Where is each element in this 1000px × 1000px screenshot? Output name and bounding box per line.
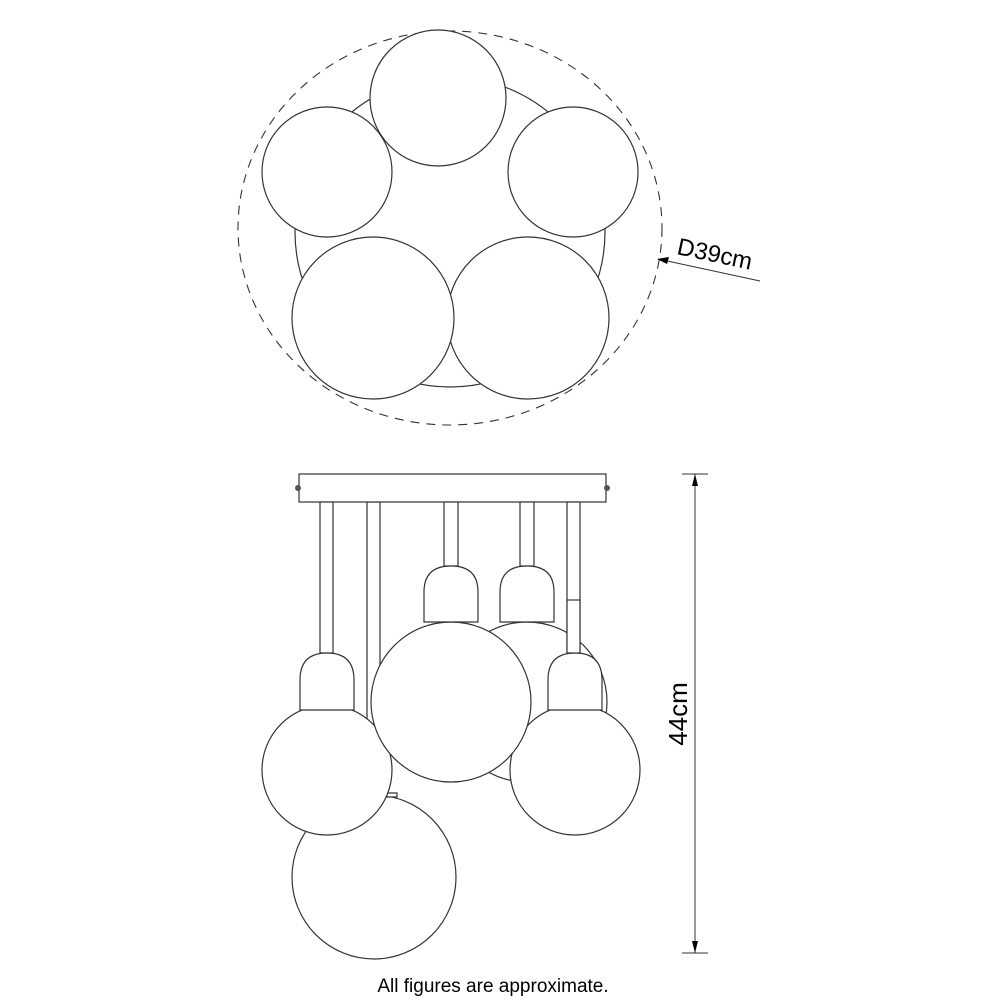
cap-left	[299, 652, 355, 711]
rod-3	[443, 501, 459, 567]
rod-5-front	[566, 599, 581, 654]
globe-top	[369, 29, 507, 167]
diameter-leader	[657, 258, 761, 282]
diameter-label: D39cm	[675, 233, 755, 275]
globe-bottom-right	[446, 236, 610, 400]
canopy	[298, 473, 607, 503]
cap-right	[547, 652, 603, 711]
arrowhead	[657, 257, 669, 264]
rod-4	[519, 501, 535, 567]
height-label: 44cm	[663, 682, 693, 746]
rod-1	[319, 501, 334, 654]
cap-back	[499, 565, 555, 623]
top-view: D39cm	[237, 29, 761, 426]
globe-right-side	[509, 704, 641, 836]
side-view: 44cm	[261, 473, 708, 960]
canopy-screw-right	[604, 485, 610, 491]
globe-bottom-left	[291, 236, 455, 400]
globe-left-side	[261, 704, 393, 836]
caption: All figures are approximate.	[377, 976, 608, 997]
globe-center	[370, 621, 532, 783]
cap-low	[386, 792, 398, 798]
arrowhead-top	[692, 474, 698, 486]
globe-left	[261, 106, 393, 238]
globe-right	[507, 106, 639, 238]
canopy-screw-left	[295, 485, 301, 491]
arrowhead-bottom	[692, 941, 698, 953]
cap-center	[423, 565, 479, 623]
